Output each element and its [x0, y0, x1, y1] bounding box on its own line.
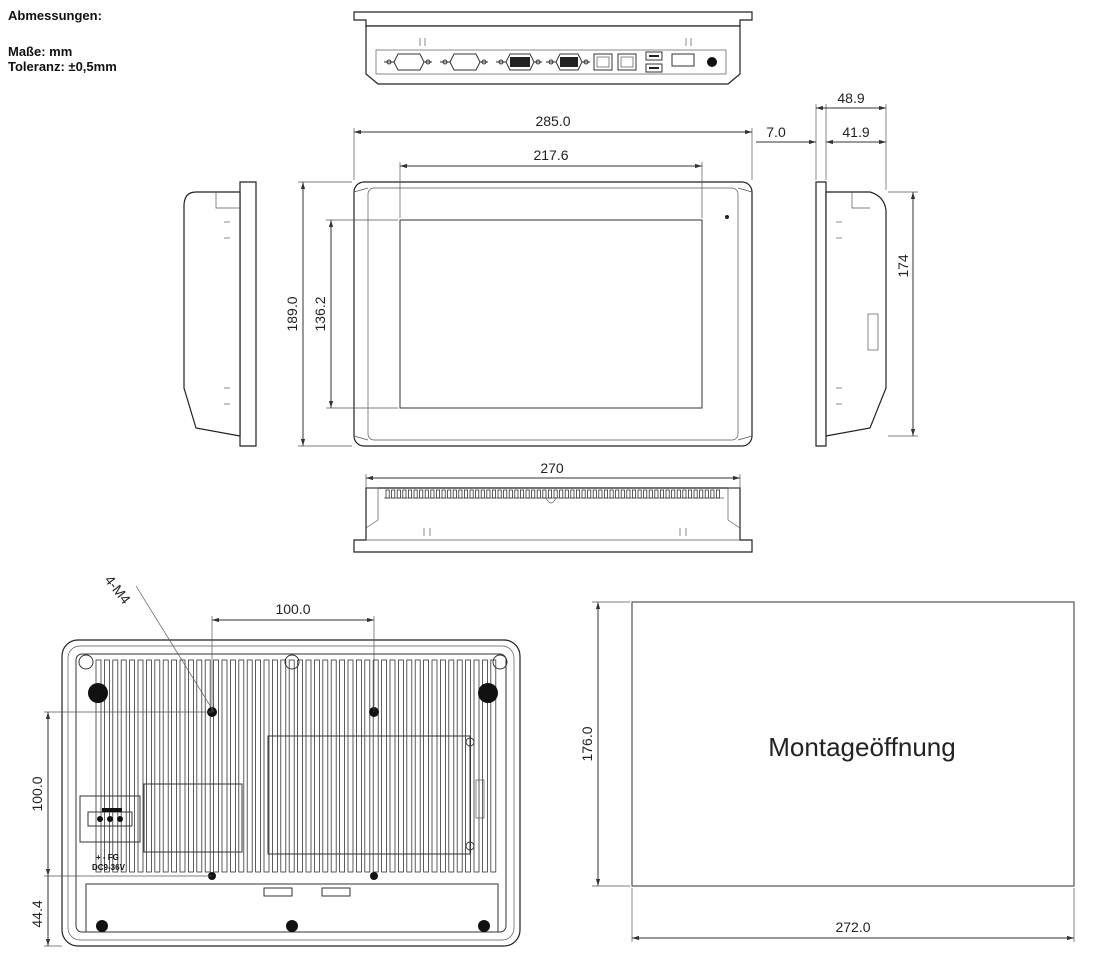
dim-cutout-width: 272.0	[835, 919, 870, 935]
dim-bottom-width: 270	[540, 460, 564, 476]
power-polarity-label: + - FG	[96, 853, 119, 862]
mounting-cutout	[631, 601, 1075, 887]
dim-bezel-depth: 7.0	[766, 124, 786, 140]
rear-view: + - FG DC9-36V	[61, 639, 521, 947]
tolerance-note: Toleranz: ±0,5mm	[8, 59, 117, 74]
dim-hole-spacing-v: 100.0	[29, 776, 45, 811]
serial-port-4	[546, 53, 590, 71]
bottom-view	[353, 487, 753, 553]
screw-label: 4-M4	[102, 572, 134, 607]
left-side-view	[183, 181, 257, 447]
dim-front-width: 285.0	[535, 113, 570, 129]
serial-port-3	[496, 53, 542, 71]
front-view	[353, 181, 753, 447]
right-side-view	[815, 181, 887, 447]
serial-port-2	[440, 53, 488, 71]
ethernet-port-1	[593, 53, 613, 71]
mount-hole	[370, 872, 378, 880]
status-led	[725, 215, 729, 219]
page-title: Abmessungen:	[8, 8, 102, 23]
dim-screen-width: 217.6	[533, 147, 568, 163]
dim-screen-height: 136.2	[312, 296, 328, 331]
dim-total-depth: 48.9	[837, 90, 864, 106]
unit-note: Maße: mm	[8, 44, 73, 59]
cutout-label: Montageöffnung	[768, 732, 955, 762]
usb-ports	[645, 51, 663, 73]
dim-body-depth: 41.9	[842, 124, 869, 140]
dim-side-height: 174	[895, 254, 911, 278]
dim-front-height: 189.0	[284, 296, 300, 331]
power-connector	[671, 53, 695, 67]
power-voltage-label: DC9-36V	[92, 863, 126, 872]
top-view	[353, 11, 753, 85]
dim-cutout-height: 176.0	[579, 726, 595, 761]
ethernet-port-2	[617, 53, 637, 71]
dim-hole-spacing-h: 100.0	[275, 601, 310, 617]
power-terminal	[79, 795, 141, 843]
dim-hole-offset-bottom: 44.4	[29, 900, 45, 927]
serial-port-1	[384, 53, 432, 71]
power-button	[707, 57, 717, 67]
